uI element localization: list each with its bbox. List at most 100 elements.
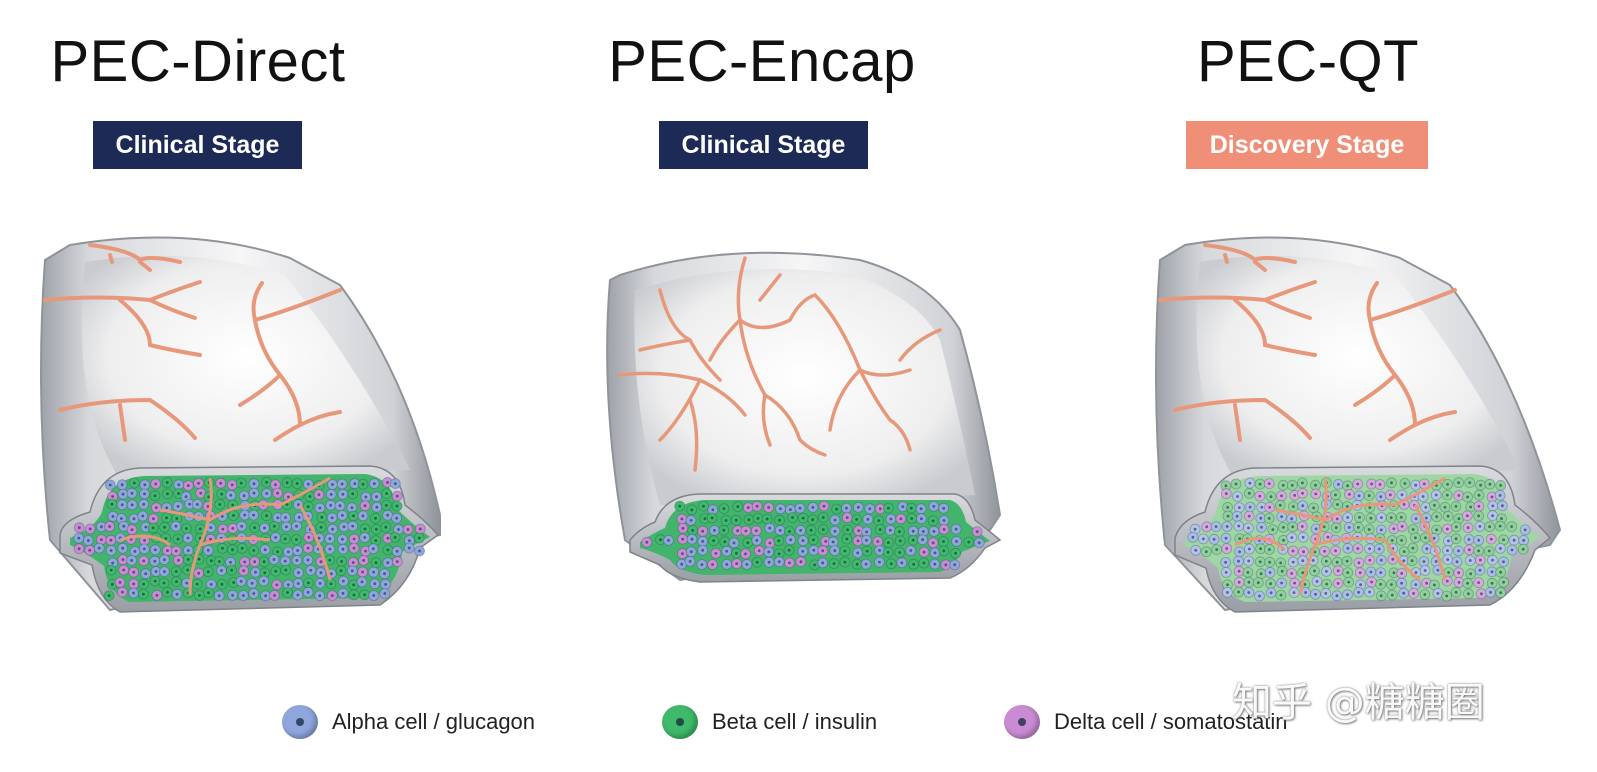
- cell-nucleus: [1356, 547, 1360, 550]
- cell-nucleus: [231, 527, 235, 530]
- watermark: 知乎 @糖糖圈: [1232, 680, 1485, 726]
- cell-nucleus: [1491, 504, 1495, 508]
- cell-nucleus: [153, 559, 157, 563]
- cell-nucleus: [265, 492, 269, 495]
- cell-nucleus: [297, 571, 300, 574]
- cell-nucleus: [329, 493, 333, 496]
- cell-nucleus: [330, 594, 334, 597]
- cell-nucleus: [1325, 570, 1328, 573]
- cell-nucleus: [296, 549, 299, 552]
- cell-nucleus: [811, 506, 815, 509]
- cell-nucleus: [1510, 525, 1513, 528]
- cell-nucleus: [942, 506, 946, 510]
- cell-nucleus: [1226, 506, 1229, 509]
- cell-nucleus: [143, 483, 147, 487]
- cell-nucleus: [253, 560, 257, 564]
- cell-nucleus: [1468, 559, 1472, 562]
- cell-nucleus: [274, 569, 278, 573]
- cell-nucleus: [878, 507, 882, 511]
- cell-nucleus: [1224, 536, 1228, 540]
- cell-nucleus: [320, 515, 324, 519]
- cell-nucleus: [710, 516, 714, 520]
- cell-nucleus: [111, 495, 114, 498]
- cell-nucleus: [352, 593, 356, 597]
- cell-nucleus: [122, 524, 126, 528]
- cell-nucleus: [341, 537, 344, 541]
- cell-nucleus: [142, 502, 146, 506]
- cell-nucleus: [283, 537, 287, 541]
- cell-nucleus: [154, 506, 158, 510]
- cell-nucleus: [174, 524, 178, 528]
- cell-nucleus: [975, 530, 979, 533]
- beta-cell-icon: [662, 705, 698, 739]
- cell-nucleus: [374, 516, 377, 520]
- cell-nucleus: [239, 481, 243, 485]
- cell-nucleus: [866, 517, 870, 521]
- cell-nucleus: [306, 482, 310, 486]
- cell-nucleus: [1402, 559, 1406, 563]
- cell-nucleus: [887, 541, 890, 544]
- cell-nucleus: [835, 507, 838, 511]
- cell-nucleus: [1510, 548, 1514, 552]
- cell-nucleus: [176, 537, 180, 541]
- cell-nucleus: [276, 491, 279, 495]
- cell-nucleus: [317, 493, 321, 496]
- cell-nucleus: [1400, 581, 1403, 585]
- cell-nucleus: [833, 549, 837, 552]
- cell-nucleus: [1302, 550, 1305, 554]
- cell-nucleus: [1454, 590, 1458, 594]
- cell-nucleus: [703, 517, 707, 520]
- cell-nucleus: [1282, 526, 1285, 529]
- cell-nucleus: [768, 541, 772, 545]
- cell-nucleus: [351, 492, 355, 496]
- cell-nucleus: [1512, 538, 1516, 542]
- cell-nucleus: [1414, 583, 1418, 586]
- cell-nucleus: [645, 540, 649, 544]
- cell-nucleus: [100, 538, 103, 541]
- cell-nucleus: [1389, 516, 1393, 520]
- cell-nucleus: [932, 505, 936, 508]
- cell-nucleus: [276, 550, 279, 554]
- cell-nucleus: [207, 495, 211, 499]
- cell-nucleus: [756, 517, 760, 520]
- blood-vessels: [618, 256, 942, 472]
- cell-nucleus: [272, 558, 276, 561]
- cell-nucleus: [144, 525, 148, 529]
- cell-nucleus: [1323, 549, 1326, 553]
- cell-nucleus: [681, 526, 685, 530]
- cell-nucleus: [1301, 481, 1304, 485]
- cell-nucleus: [350, 569, 354, 573]
- cell-nucleus: [1380, 516, 1383, 519]
- cell-nucleus: [132, 591, 135, 595]
- cell-nucleus: [229, 493, 233, 497]
- cell-nucleus: [198, 527, 202, 531]
- cell-nucleus: [1345, 559, 1349, 563]
- cell-nucleus: [353, 482, 357, 485]
- cell-nucleus: [1234, 482, 1238, 486]
- cell-nucleus: [845, 537, 849, 541]
- cell-nucleus: [767, 550, 771, 554]
- cell-nucleus: [1304, 591, 1307, 594]
- cell-nucleus: [132, 582, 136, 586]
- cell-nucleus: [931, 541, 935, 545]
- cell-nucleus: [220, 582, 224, 586]
- cell-nucleus: [821, 561, 825, 565]
- cell-nucleus: [754, 529, 758, 533]
- cell-nucleus: [1379, 594, 1383, 598]
- cell-nucleus: [1293, 581, 1296, 585]
- cell-nucleus: [922, 561, 926, 565]
- cell-nucleus: [1379, 558, 1383, 562]
- cell-nucleus: [1457, 517, 1461, 521]
- cell-nucleus: [386, 548, 390, 552]
- cell-nucleus: [1334, 526, 1338, 530]
- cell-nucleus: [163, 558, 166, 562]
- cell-nucleus: [121, 492, 125, 496]
- cell-nucleus: [132, 570, 136, 574]
- cell-nucleus: [132, 517, 136, 521]
- cell-nucleus: [220, 492, 224, 496]
- cell-nucleus: [1291, 549, 1295, 553]
- cell-nucleus: [164, 537, 168, 540]
- cell-nucleus: [330, 516, 334, 520]
- cell-nucleus: [1499, 547, 1502, 550]
- cell-nucleus: [130, 491, 134, 495]
